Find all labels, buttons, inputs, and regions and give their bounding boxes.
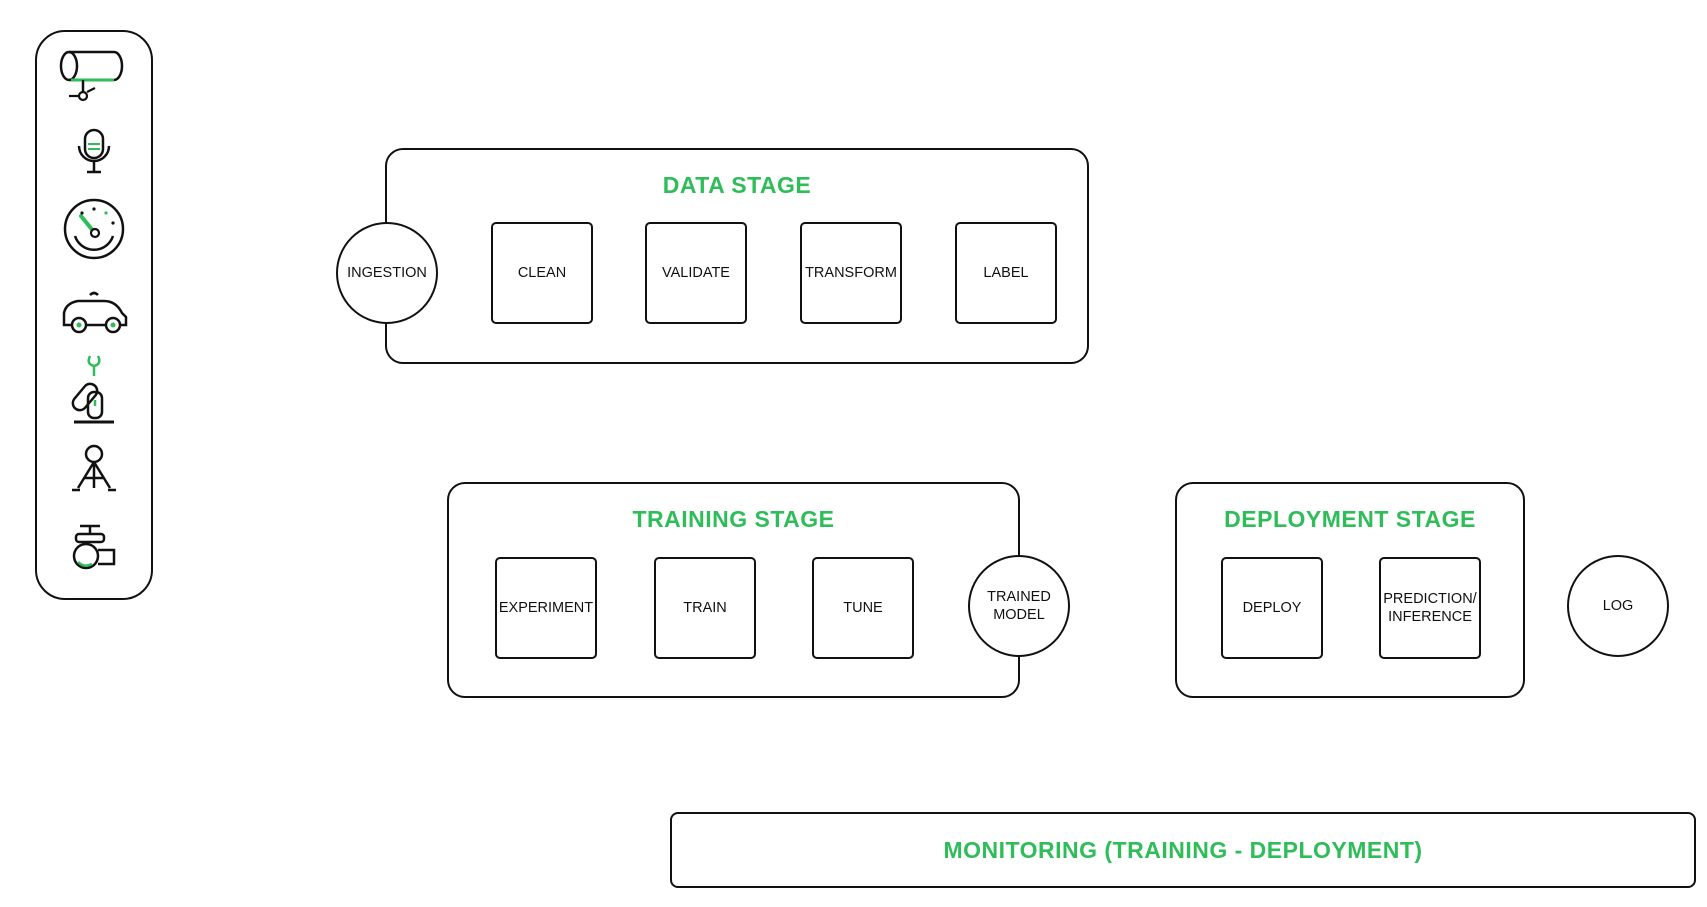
- microphone-icon[interactable]: [37, 124, 151, 180]
- step-tune[interactable]: TUNE: [812, 557, 914, 659]
- step-validate-label: VALIDATE: [662, 265, 730, 281]
- step-transform[interactable]: TRANSFORM: [800, 222, 902, 324]
- step-train[interactable]: TRAIN: [654, 557, 756, 659]
- robot-arm-icon[interactable]: [37, 352, 151, 428]
- monitoring-label: MONITORING (TRAINING - DEPLOYMENT): [943, 836, 1423, 863]
- step-experiment-label: EXPERIMENT: [498, 600, 594, 616]
- step-transform-label: TRANSFORM: [805, 265, 897, 281]
- step-prediction-inference[interactable]: PREDICTION/ INFERENCE: [1379, 557, 1481, 659]
- step-validate[interactable]: VALIDATE: [645, 222, 747, 324]
- log-node[interactable]: LOG: [1567, 555, 1669, 657]
- training-stage-panel: TRAINING STAGE EXPERIMENT TRAIN TUNE: [447, 482, 1020, 698]
- autonomous-car-icon[interactable]: [37, 287, 151, 339]
- gauge-icon[interactable]: [37, 194, 151, 264]
- step-label[interactable]: LABEL: [955, 222, 1057, 324]
- monitoring-bar[interactable]: MONITORING (TRAINING - DEPLOYMENT): [670, 812, 1696, 888]
- log-label: LOG: [1602, 598, 1634, 614]
- step-deploy-label: DEPLOY: [1242, 600, 1302, 616]
- pipe-icon[interactable]: [37, 44, 151, 104]
- valve-icon[interactable]: [37, 520, 151, 576]
- step-train-label: TRAIN: [683, 600, 727, 616]
- data-stage-panel: DATA STAGE CLEAN VALIDATE TRANSFORM LABE…: [385, 148, 1089, 364]
- step-tune-label: TUNE: [843, 600, 883, 616]
- ingestion-label: INGESTION: [347, 265, 427, 281]
- trained-model-label: TRAINED MODEL: [987, 589, 1051, 623]
- step-deploy[interactable]: DEPLOY: [1221, 557, 1323, 659]
- survey-tripod-icon[interactable]: [37, 440, 151, 496]
- step-experiment[interactable]: EXPERIMENT: [495, 557, 597, 659]
- deployment-stage-title: DEPLOYMENT STAGE: [1224, 506, 1476, 532]
- trained-model-node[interactable]: TRAINED MODEL: [968, 555, 1070, 657]
- step-prediction-inference-label: PREDICTION/ INFERENCE: [1383, 591, 1477, 625]
- icon-toolbar: [35, 30, 153, 600]
- data-stage-title: DATA STAGE: [662, 172, 812, 198]
- training-stage-title: TRAINING STAGE: [632, 506, 835, 532]
- ingestion-node[interactable]: INGESTION: [336, 222, 438, 324]
- deployment-stage-panel: DEPLOYMENT STAGE DEPLOY PREDICTION/ INFE…: [1175, 482, 1525, 698]
- step-label-label: LABEL: [983, 265, 1029, 281]
- step-clean[interactable]: CLEAN: [491, 222, 593, 324]
- step-clean-label: CLEAN: [517, 265, 567, 281]
